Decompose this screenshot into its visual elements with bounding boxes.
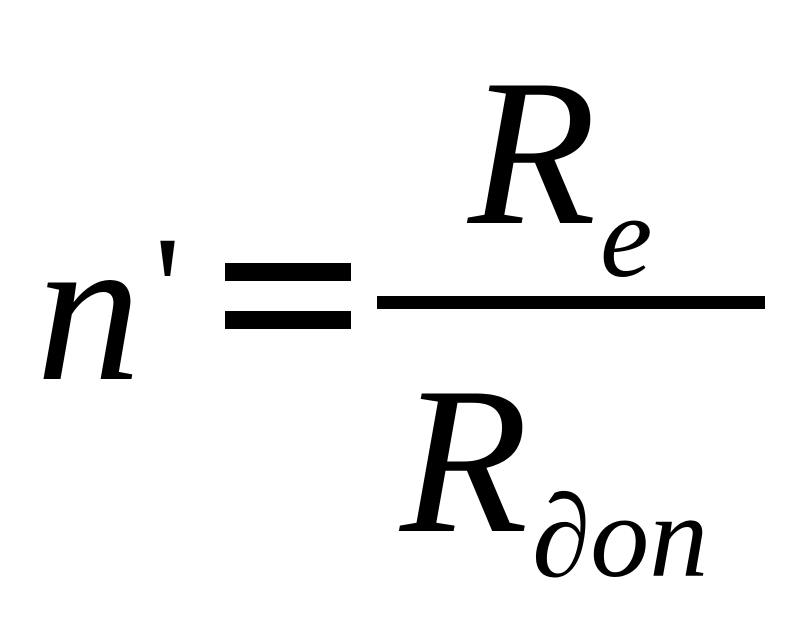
equals-sign-bottom-stroke — [225, 311, 351, 329]
denominator-subscript: ∂on — [532, 471, 709, 602]
denominator-symbol: R — [400, 345, 529, 577]
numerator-symbol: R — [468, 37, 597, 269]
fraction-bar — [377, 296, 765, 309]
lhs-variable-n: n — [36, 193, 141, 425]
prime-mark: ' — [154, 206, 182, 372]
equals-sign-top-stroke — [225, 263, 351, 281]
numerator-subscript: e — [600, 171, 653, 302]
